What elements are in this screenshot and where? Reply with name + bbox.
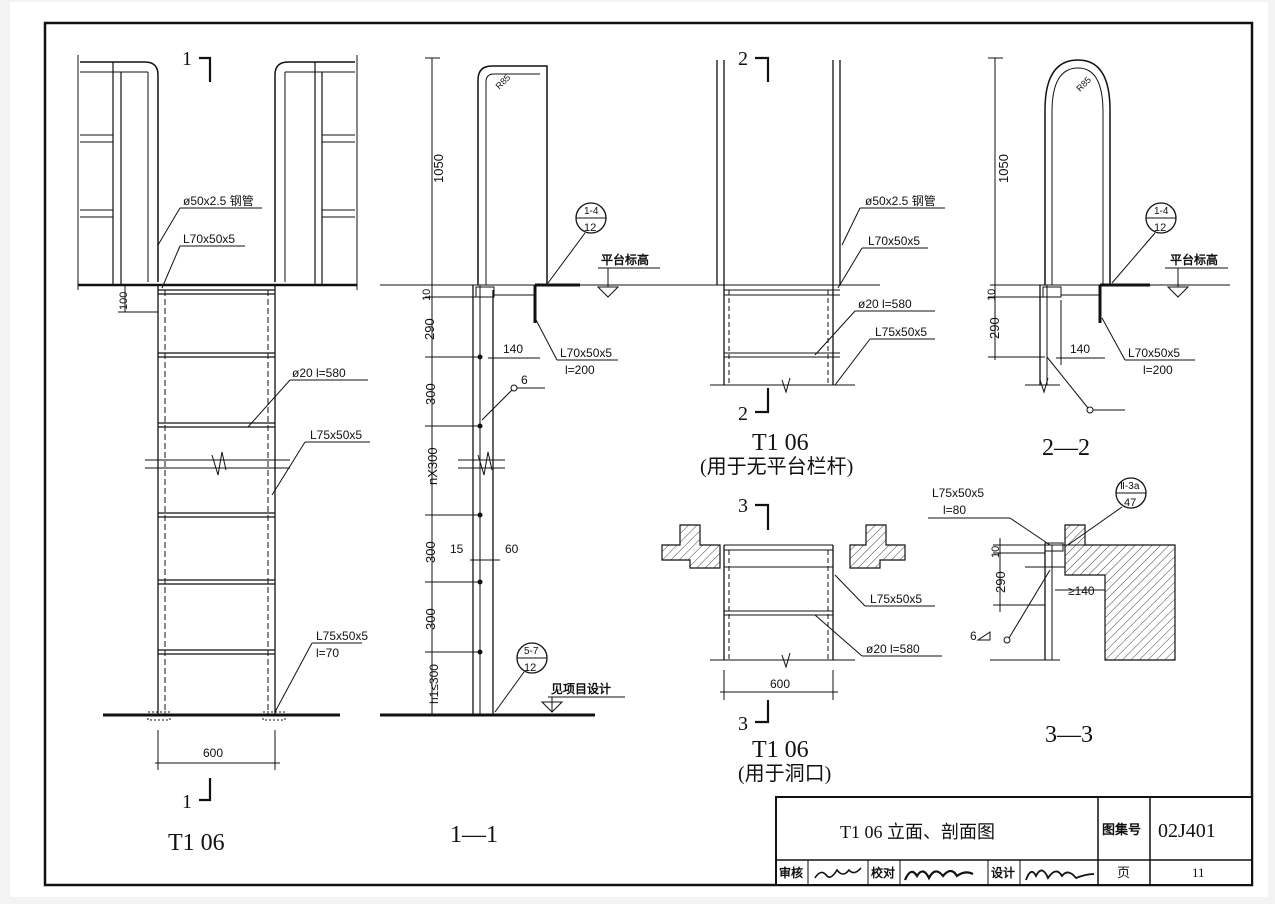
- dim-290: 290: [422, 318, 437, 340]
- dim-600: 600: [203, 746, 223, 760]
- page-label: 页: [1117, 865, 1130, 880]
- side-angle-label: L75x50x5: [870, 592, 922, 606]
- section-mark-3-bottom: 3: [738, 713, 748, 735]
- section-3-3-title: 3—3: [1045, 722, 1093, 748]
- weld-label: 6: [521, 373, 528, 387]
- dim-290: 290: [987, 317, 1002, 339]
- design-label: 设计: [991, 865, 1015, 880]
- dim-10: 10: [421, 289, 433, 301]
- angle-label: L70x50x5: [560, 346, 612, 360]
- angle-len: l=80: [943, 503, 966, 517]
- section-mark-3-top: 3: [738, 495, 748, 517]
- angle-label: L70x50x5: [1128, 346, 1180, 360]
- rung-label: ø20 l=580: [292, 366, 346, 380]
- ref-label: Ⅱ-3a: [1120, 481, 1140, 492]
- angle-len: l=200: [1143, 363, 1173, 377]
- side-angle-label: L75x50x5: [310, 428, 362, 442]
- checker-signature: [903, 869, 974, 881]
- rung-label: ø20 l=580: [858, 297, 912, 311]
- pipe-label: ø50x2.5 钢管: [183, 193, 254, 208]
- dim-10: 10: [990, 546, 1002, 558]
- atlas-label: 图集号: [1102, 822, 1141, 837]
- angle-label: L70x50x5: [868, 234, 920, 248]
- dim-15: 15: [450, 542, 464, 556]
- dim-300-a: 300: [423, 383, 438, 405]
- section-1-1: R85 平台标高 见项目设计: [380, 57, 670, 848]
- atlas-number: 02J401: [1158, 820, 1216, 842]
- designer-signature: [1025, 869, 1095, 881]
- ground-label: 见项目设计: [551, 681, 611, 696]
- dim-140: 140: [1070, 342, 1090, 356]
- reviewer-signature: [814, 867, 862, 879]
- section-2-2-title: 2—2: [1042, 435, 1090, 461]
- dim-100: 100: [118, 292, 130, 310]
- bottom-angle-len: l=70: [316, 646, 339, 660]
- review-label: 审核: [779, 865, 803, 880]
- weld-label: 6: [970, 629, 977, 643]
- dim-140: ≥140: [1068, 584, 1095, 598]
- angle-label: L75x50x5: [932, 486, 984, 500]
- section-mark-2-bottom: 2: [738, 403, 748, 425]
- no-platform-view: 2 2 ø50x2.5 钢管 L70x50x5 ø20 l=580 L75x50…: [670, 48, 945, 478]
- angle-label: L70x50x5: [183, 232, 235, 246]
- platform-label: 平台标高: [1170, 252, 1218, 267]
- dim-nx300: nX300: [425, 447, 440, 485]
- dim-1050: 1050: [431, 154, 446, 183]
- drawing-title: T1 06 立面、剖面图: [840, 822, 995, 842]
- ref-bottom-page: 12: [524, 662, 536, 674]
- side-angle-label: L75x50x5: [875, 325, 927, 339]
- ref-bottom-label: 5-7: [524, 646, 539, 657]
- platform-label: 平台标高: [601, 252, 649, 267]
- dim-300-b: 300: [423, 541, 438, 563]
- bottom-angle-label: L75x50x5: [316, 629, 368, 643]
- section-mark-top: 1: [182, 48, 192, 70]
- opening-view: 3 600 L75x50x5 ø20 l=580 3 T1 06 (用于洞口): [661, 495, 942, 785]
- section-1-1-title: 1—1: [450, 822, 498, 848]
- dim-290: 290: [993, 571, 1008, 593]
- ref-top-label: 1-4: [584, 206, 599, 217]
- angle-len: l=200: [565, 363, 595, 377]
- title-block: T1 06 立面、剖面图 图集号 02J401 审核 校对 设计 页 11: [775, 796, 1253, 886]
- rung-label: ø20 l=580: [866, 642, 920, 656]
- section-mark-bottom: 1: [182, 791, 192, 813]
- border-frame: [43, 21, 1254, 887]
- ref-top-page: 12: [1154, 222, 1166, 234]
- paper: [10, 2, 1268, 897]
- ref-top-page: 12: [584, 222, 596, 234]
- dim-140: 140: [503, 342, 523, 356]
- no-platform-title: T1 06: [752, 430, 809, 456]
- dim-10: 10: [986, 289, 998, 301]
- dim-60: 60: [505, 542, 519, 556]
- dim-600: 600: [770, 677, 790, 691]
- section-mark-2-top: 2: [738, 48, 748, 70]
- dim-1050: 1050: [996, 154, 1011, 183]
- ref-page: 47: [1124, 497, 1136, 509]
- elevation-view: 600 100 1 1 ø50x2.5 钢管 L70x50x5 ø20 l=58…: [77, 48, 370, 856]
- opening-title: T1 06: [752, 737, 809, 763]
- ref-top-label: 1-4: [1154, 206, 1169, 217]
- page-number: 11: [1192, 865, 1205, 880]
- opening-subtitle: (用于洞口): [738, 762, 831, 785]
- elevation-title: T1 06: [168, 830, 225, 856]
- dim-h1: h1≤300: [427, 664, 441, 704]
- pipe-label: ø50x2.5 钢管: [865, 193, 936, 208]
- dim-300-c: 300: [423, 608, 438, 630]
- check-label: 校对: [871, 865, 895, 880]
- no-platform-subtitle: (用于无平台栏杆): [700, 455, 853, 478]
- section-3-3: 10 290 ≥140 L75x50x5 l=80 Ⅱ-3a 47 6 3—3: [928, 477, 1176, 748]
